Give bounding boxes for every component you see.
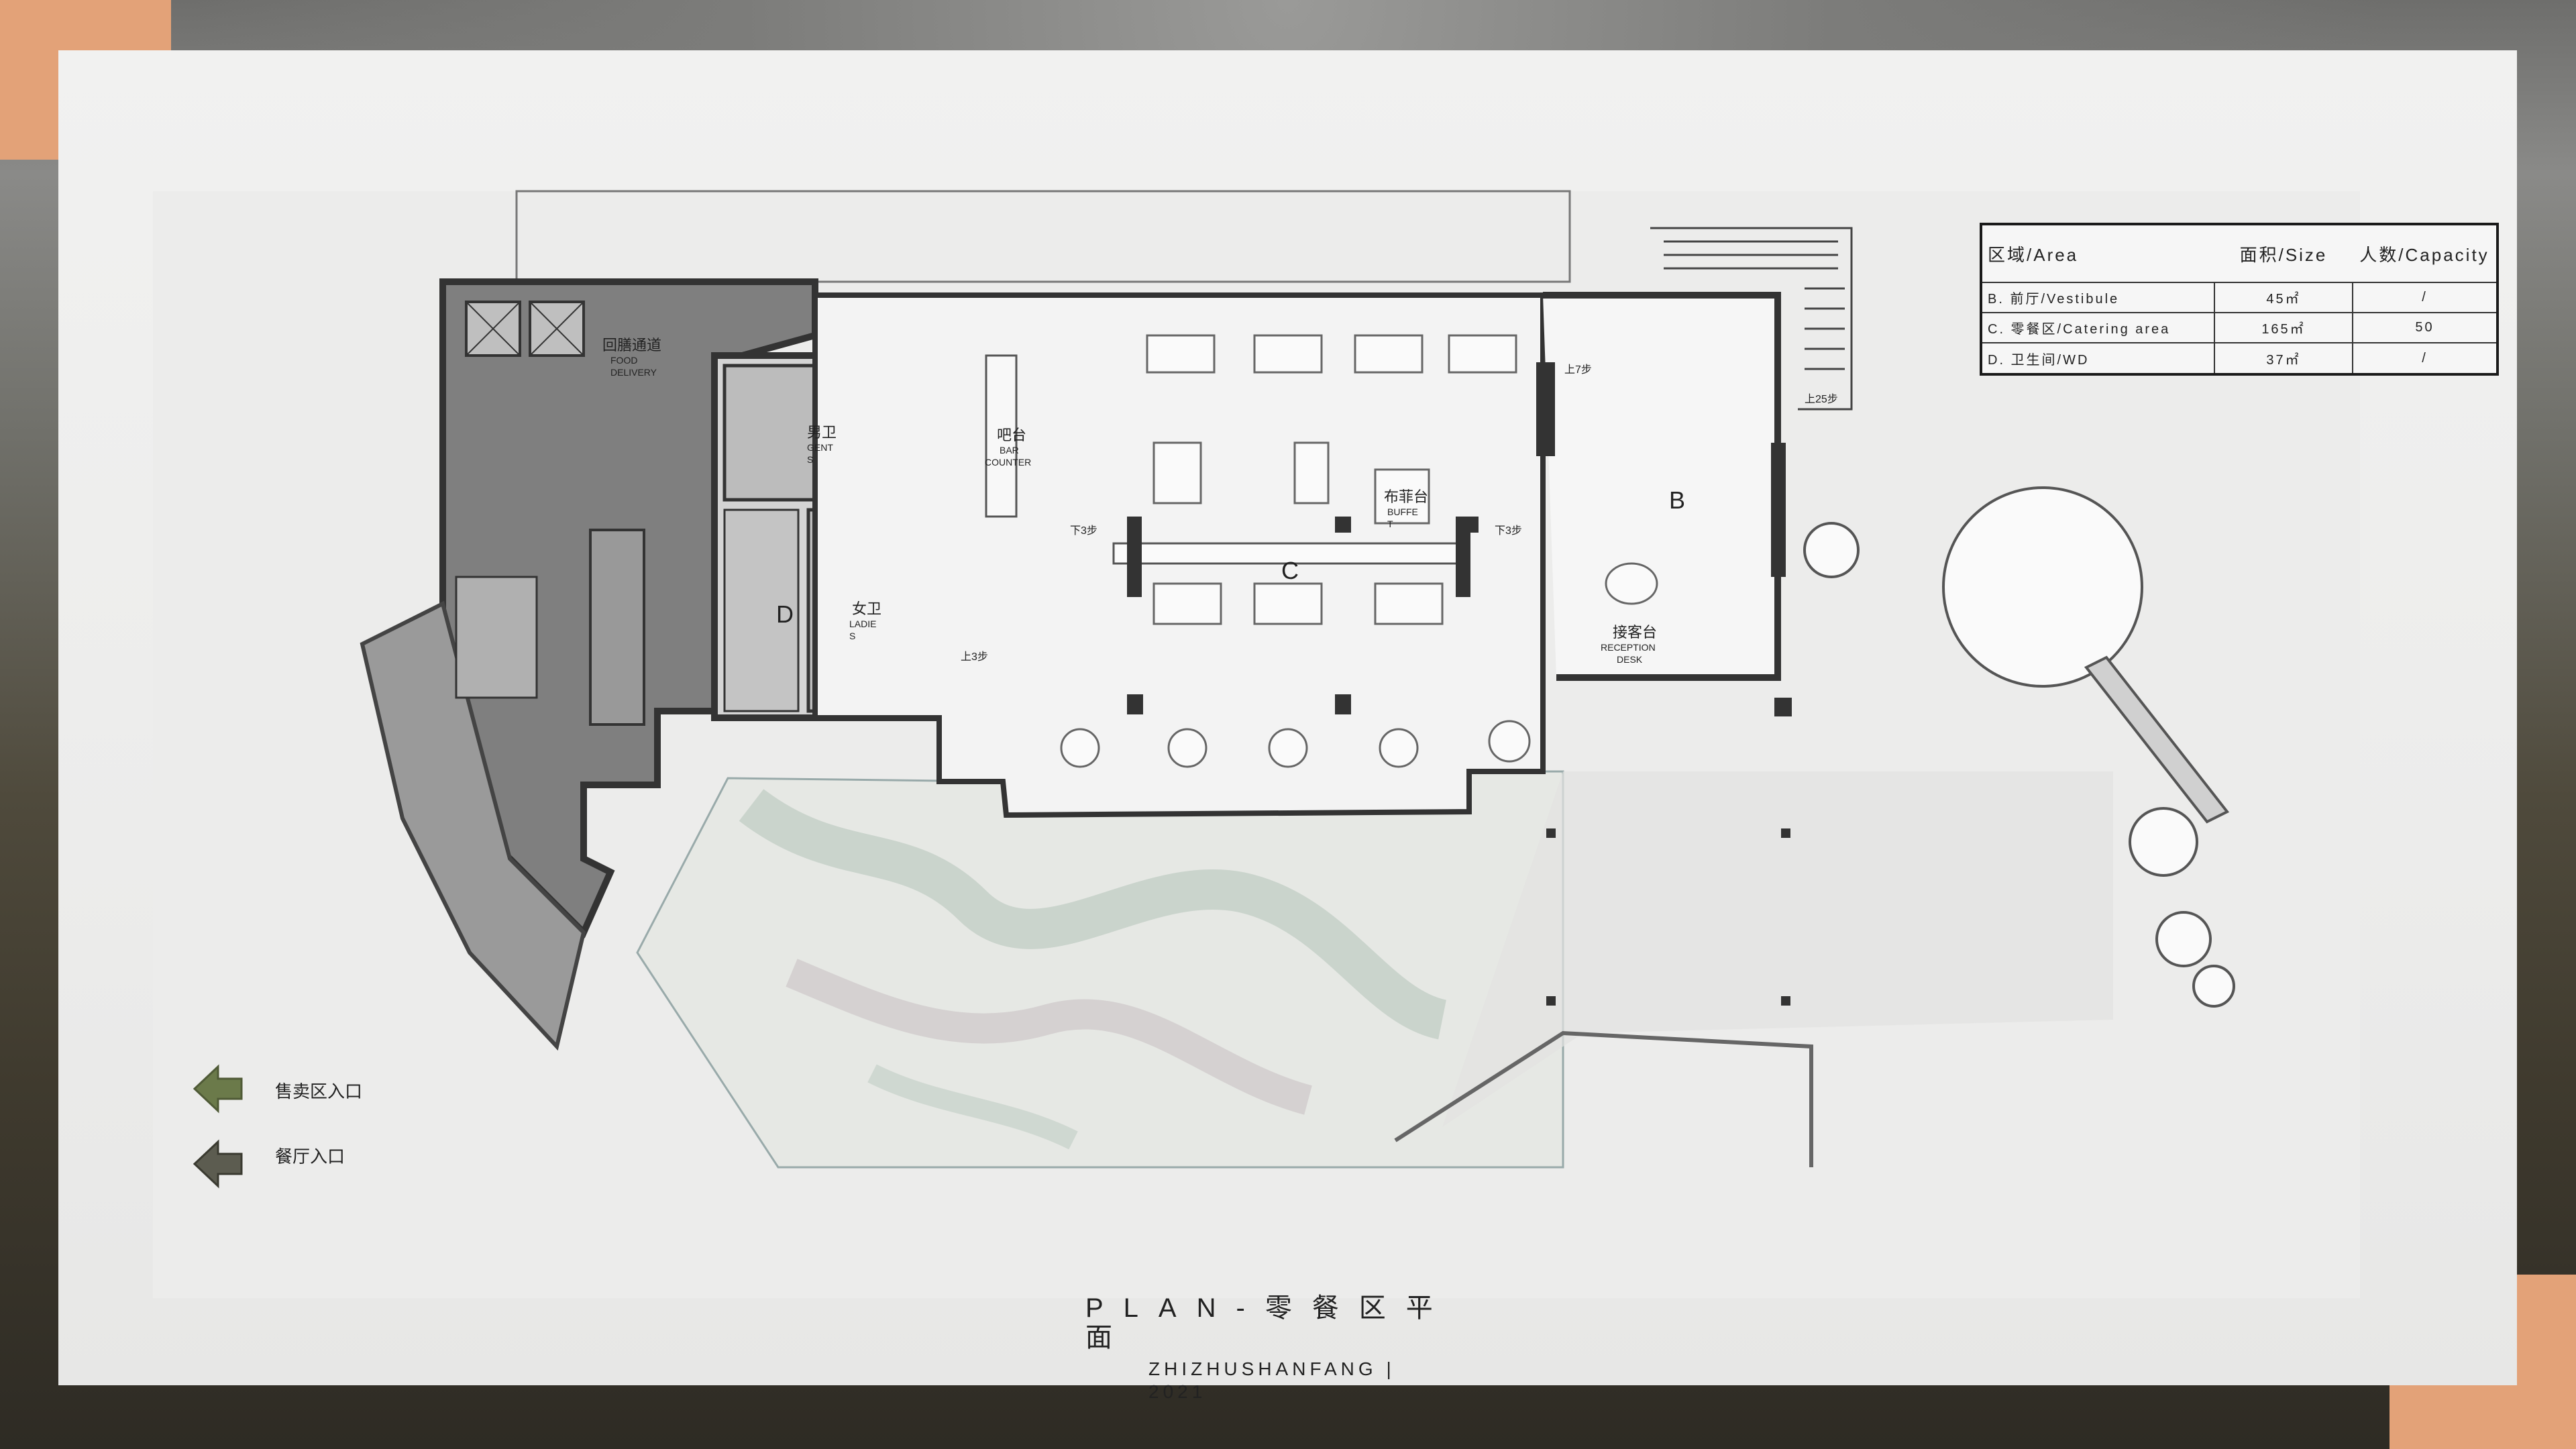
legend-restaurant-entrance: 餐厅入口 (275, 1146, 345, 1167)
zone-d-label: D (776, 600, 794, 628)
header-area: 区域/Area (1988, 244, 2079, 265)
plan-labels: B C D 回膳通道 FOOD DELIVERY 男卫 GENT S 女卫 LA… (602, 337, 1838, 665)
reception-label: 接客台 (1613, 624, 1657, 641)
ladies-label: 女卫 (852, 600, 881, 617)
food-delivery-label: 回膳通道 (602, 337, 661, 354)
row-size: 37㎡ (2214, 342, 2353, 375)
table-groups (1060, 334, 1658, 768)
food-delivery-en-1: FOOD (610, 355, 637, 366)
page-subtitle: ZHIZHUSHANFANG | 2021 (1148, 1358, 1395, 1402)
gents-en-1: GENT (807, 442, 833, 453)
row-capacity: 50 (2352, 312, 2498, 344)
table-row: D. 卫生间/WD 37㎡ / (1980, 342, 2498, 375)
buffet-en-2: T (1387, 519, 1393, 529)
bar-en-1: BAR (1000, 445, 1019, 455)
landscape-garden (636, 770, 1564, 1169)
header-capacity: 人数/Capacity (2359, 244, 2489, 265)
row-size: 165㎡ (2214, 312, 2353, 344)
area-table-header: 区域/Area 面积/Size 人数/Capacity (1981, 224, 2498, 282)
legend-arrows (193, 1064, 243, 1189)
ladies-en-2: S (849, 631, 855, 641)
buffet-en-1: BUFFE (1387, 506, 1418, 517)
arrow-left-icon (193, 1139, 243, 1189)
terrace-paving (1442, 771, 2113, 1127)
row-area: D. 卫生间/WD (1980, 342, 2215, 375)
area-table: 区域/Area 面积/Size 人数/Capacity B. 前厅/Vestib… (1980, 223, 2499, 376)
ladies-en-1: LADIE (849, 619, 876, 629)
arrow-left-icon (193, 1064, 243, 1114)
roof-outline (515, 190, 1571, 283)
step-up-7: 上7步 (1564, 364, 1592, 376)
row-area: C. 零餐区/Catering area (1980, 312, 2215, 344)
step-up-3: 上3步 (961, 651, 988, 663)
step-up-25: 上25步 (1805, 393, 1838, 405)
bar-en-2: COUNTER (985, 457, 1031, 468)
row-size: 45㎡ (2214, 281, 2353, 314)
step-down-left: 下3步 (1070, 525, 1097, 537)
table-row: B. 前厅/Vestibule 45㎡ / (1980, 281, 2498, 314)
step-down-right: 下3步 (1495, 525, 1522, 537)
row-area: B. 前厅/Vestibule (1980, 281, 2215, 314)
garden-arc (1394, 1030, 1813, 1167)
reception-en-2: DESK (1617, 654, 1643, 665)
food-delivery-en-2: DELIVERY (610, 367, 657, 378)
buffet-label: 布菲台 (1384, 488, 1428, 505)
header-size: 面积/Size (2239, 244, 2328, 265)
gents-en-2: S (807, 454, 813, 465)
legend-retail-entrance: 售卖区入口 (275, 1081, 363, 1102)
east-staircase (1650, 227, 1853, 411)
page-title: PLAN-零餐区平面 (1085, 1293, 1453, 1352)
row-capacity: / (2352, 342, 2498, 375)
row-capacity: / (2352, 281, 2498, 314)
service-block (360, 278, 818, 1051)
reception-en-1: RECEPTION (1601, 642, 1656, 653)
zone-c-label: C (1281, 557, 1299, 584)
dining-hall (812, 292, 1781, 818)
bar-label: 吧台 (997, 427, 1026, 443)
landscape-trees (1803, 486, 2235, 1008)
structural-columns (1127, 362, 1792, 1006)
gents-label: 男卫 (807, 424, 837, 441)
table-row: C. 零餐区/Catering area 165㎡ 50 (1980, 312, 2498, 344)
zone-b-label: B (1669, 486, 1685, 514)
